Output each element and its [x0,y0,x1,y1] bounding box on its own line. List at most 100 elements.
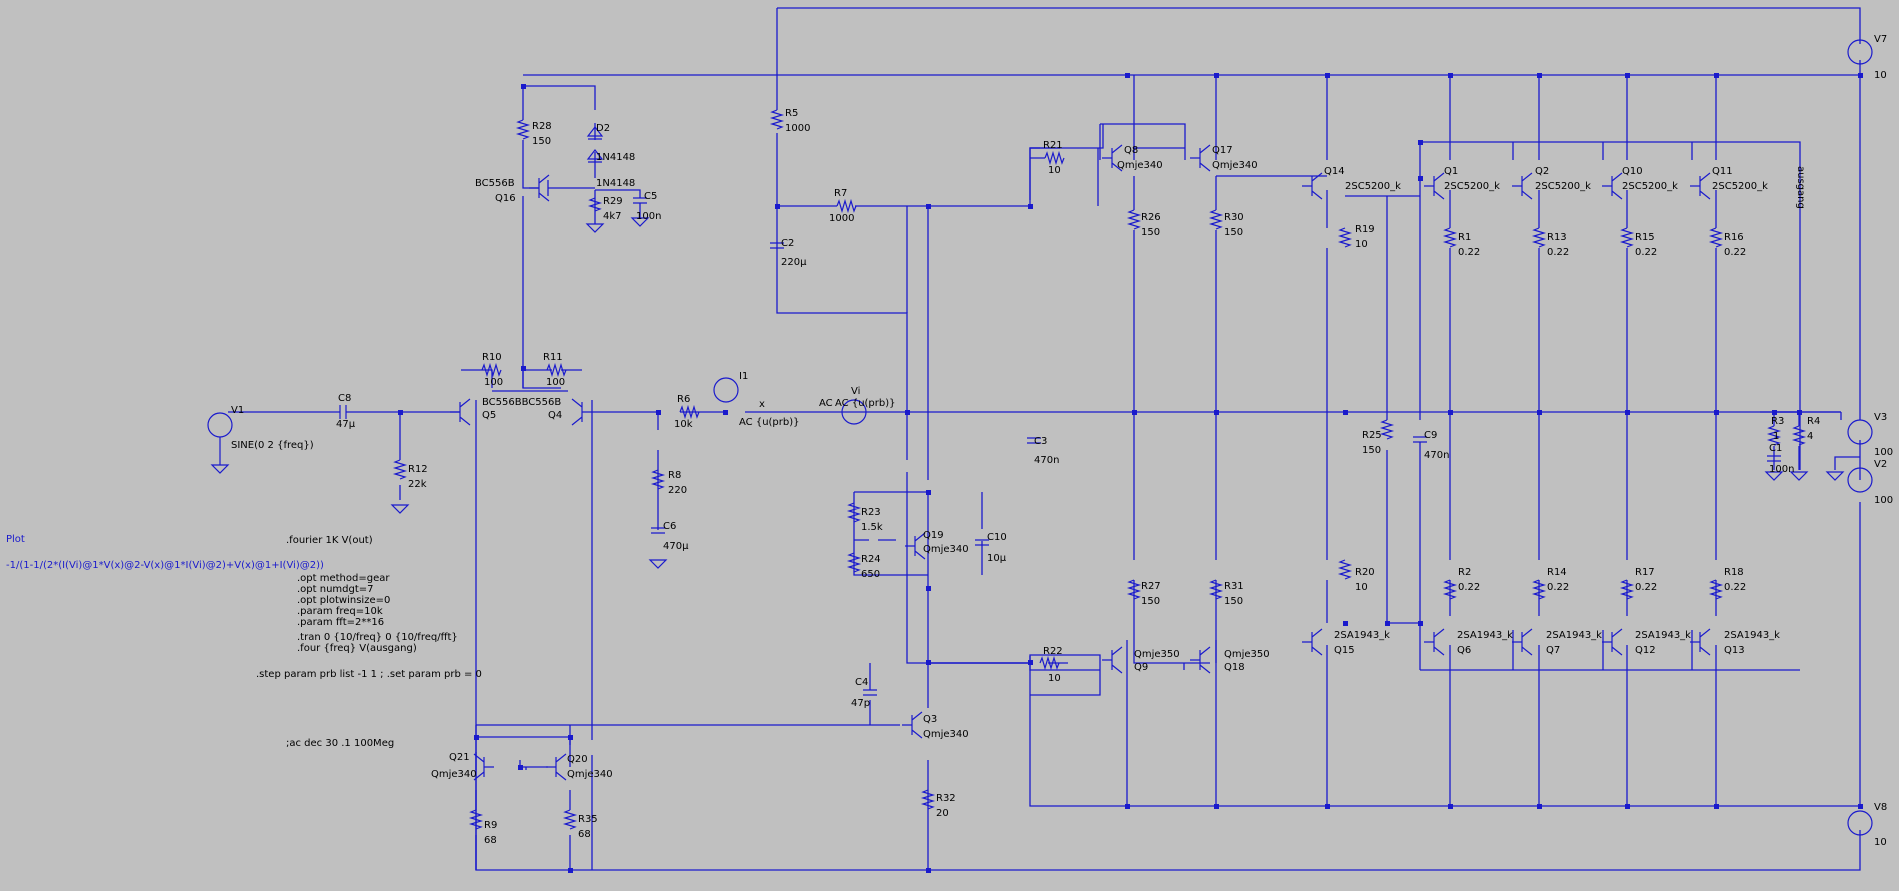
component-label-resistors-26-name: R14 [1547,567,1567,578]
component-label-transistors-4-name: Q1 [1444,166,1458,177]
component-label-resistors-22-name: R27 [1141,581,1161,592]
component-label-resistors-1-name: R29 [603,196,623,207]
vi-value: AC {u(prb)} [835,398,896,409]
component-label-resistors-21-value: 650 [861,569,880,580]
component-label-transistors-14-model: 2SA1943_k [1457,630,1513,641]
component-label-capacitors-4-value: 470n [1034,455,1059,466]
component-label-resistors-6-name: R30 [1224,212,1244,223]
input-pair-label: BC556BBC556B [482,397,561,408]
component-label-transistors-13-name: Q15 [1334,645,1355,656]
component-label-transistors-15-model: 2SA1943_k [1546,630,1602,641]
component-label-resistors-9-value: 0.22 [1547,247,1569,258]
net-x: x [759,399,765,410]
component-label-resistors-11-value: 0.22 [1724,247,1746,258]
component-label-resistors-29-value: 10 [1048,673,1061,684]
component-label-resistors-31-value: 68 [484,835,497,846]
component-label-resistors-14-name: R12 [408,464,428,475]
v3-name: V3 [1874,412,1887,423]
component-label-resistors-10-name: R15 [1635,232,1655,243]
v1-value: SINE(0 2 {freq}) [231,440,314,451]
component-label-resistors-18-name: R3 [1771,416,1784,427]
component-label-transistors-8-name: Q5 [482,410,496,421]
component-label-resistors-24-value: 10 [1355,582,1368,593]
net-ausgang: ausgang [1795,166,1806,209]
component-label-resistors-20-value: 1.5k [861,522,883,533]
component-label-resistors-22-value: 150 [1141,596,1160,607]
component-label-resistors-32-value: 68 [578,829,591,840]
component-label-transistors-6-name: Q10 [1622,166,1643,177]
component-label-resistors-27-name: R17 [1635,567,1655,578]
component-label-diodes-0-name: D2 [596,123,610,134]
component-label-capacitors-1-name: C2 [781,238,794,249]
component-label-resistors-11-name: R16 [1724,232,1744,243]
fourier-directive: .fourier 1K V(out) [286,535,373,546]
component-label-resistors-17-name: R25 [1362,430,1382,441]
component-label-resistors-8-name: R1 [1458,232,1471,243]
component-label-transistors-9-name: Q4 [548,410,562,421]
resistor-bodies [392,109,1807,830]
component-label-resistors-12-name: R10 [482,352,502,363]
component-label-resistors-25-value: 0.22 [1458,582,1480,593]
component-label-transistors-6-model: 2SC5200_k [1622,181,1678,192]
vi-extra: AC [819,398,833,409]
component-label-resistors-16-value: 220 [668,485,687,496]
v1-name: V1 [231,405,244,416]
component-label-transistors-10-name: Q19 [923,530,944,541]
component-label-transistors-10-model: Qmje340 [923,544,969,555]
component-label-transistors-17-name: Q13 [1724,645,1745,656]
component-label-capacitors-7-value: 10µ [987,553,1007,564]
param-directive-2: .param fft=2**16 [297,617,384,628]
component-label-transistors-1-model: Qmje340 [1117,160,1163,171]
component-label-transistors-18-model: Qmje340 [923,729,969,740]
component-label-transistors-19-name: Q21 [449,752,470,763]
component-label-capacitors-2-name: C8 [338,393,351,404]
component-label-transistors-19-model: Qmje340 [431,769,477,780]
component-label-capacitors-1-value: 220µ [781,257,807,268]
component-label-capacitors-8-value: 47p [851,698,870,709]
component-label-transistors-17-model: 2SA1943_k [1724,630,1780,641]
component-label-resistors-5-name: R26 [1141,212,1161,223]
component-label-resistors-13-value: 100 [546,377,565,388]
component-label-resistors-7-name: R19 [1355,224,1375,235]
component-label-resistors-15-name: R6 [677,394,690,405]
component-label-transistors-0-model: BC556B [475,178,515,189]
source-bodies [207,39,1873,836]
component-label-resistors-14-value: 22k [408,479,427,490]
component-label-transistors-4-model: 2SC5200_k [1444,181,1500,192]
component-label-resistors-31-name: R9 [484,820,497,831]
ac-directive: ;ac dec 30 .1 100Meg [286,738,394,749]
component-label-resistors-32-name: R35 [578,814,598,825]
component-label-capacitors-8-name: C4 [855,677,868,688]
v7-name: V7 [1874,34,1887,45]
component-label-resistors-5-value: 150 [1141,227,1160,238]
i1-name: I1 [739,371,748,382]
opt-directive-2: .opt numdgt=7 [297,584,374,595]
component-label-transistors-15-name: Q7 [1546,645,1560,656]
component-label-resistors-30-name: R32 [936,793,956,804]
component-label-capacitors-4-name: C3 [1034,436,1047,447]
component-label-resistors-30-value: 20 [936,808,949,819]
component-label-resistors-10-value: 0.22 [1635,247,1657,258]
component-label-capacitors-0-name: C5 [644,191,657,202]
component-label-resistors-7-value: 10 [1355,239,1368,250]
component-label-resistors-18-value: 1 [1773,431,1779,442]
opt-directive-1: .opt method=gear [297,573,390,584]
component-label-resistors-20-name: R23 [861,507,881,518]
plot-title: Plot [6,534,25,545]
component-label-resistors-26-value: 0.22 [1547,582,1569,593]
component-label-capacitors-6-value: 100n [1769,464,1794,475]
component-label-transistors-14-name: Q6 [1457,645,1471,656]
tran-directive: .tran 0 {10/freq} 0 {10/freq/fft} [297,632,458,643]
component-label-capacitors-2-value: 47µ [336,419,356,430]
opt-directive-3: .opt plotwinsize=0 [297,595,390,606]
component-label-capacitors-0-value: 100n [636,211,661,222]
component-label-transistors-16-model: 2SA1943_k [1635,630,1691,641]
component-label-resistors-2-value: 1000 [785,123,810,134]
component-label-capacitors-7-name: C10 [987,532,1007,543]
component-label-transistors-3-name: Q14 [1324,166,1345,177]
four-directive: .four {freq} V(ausgang) [297,643,417,654]
component-label-transistors-0-name: Q16 [495,193,516,204]
component-label-resistors-23-value: 150 [1224,596,1243,607]
component-label-resistors-21-name: R24 [861,554,881,565]
component-label-transistors-1-name: Q8 [1124,145,1138,156]
